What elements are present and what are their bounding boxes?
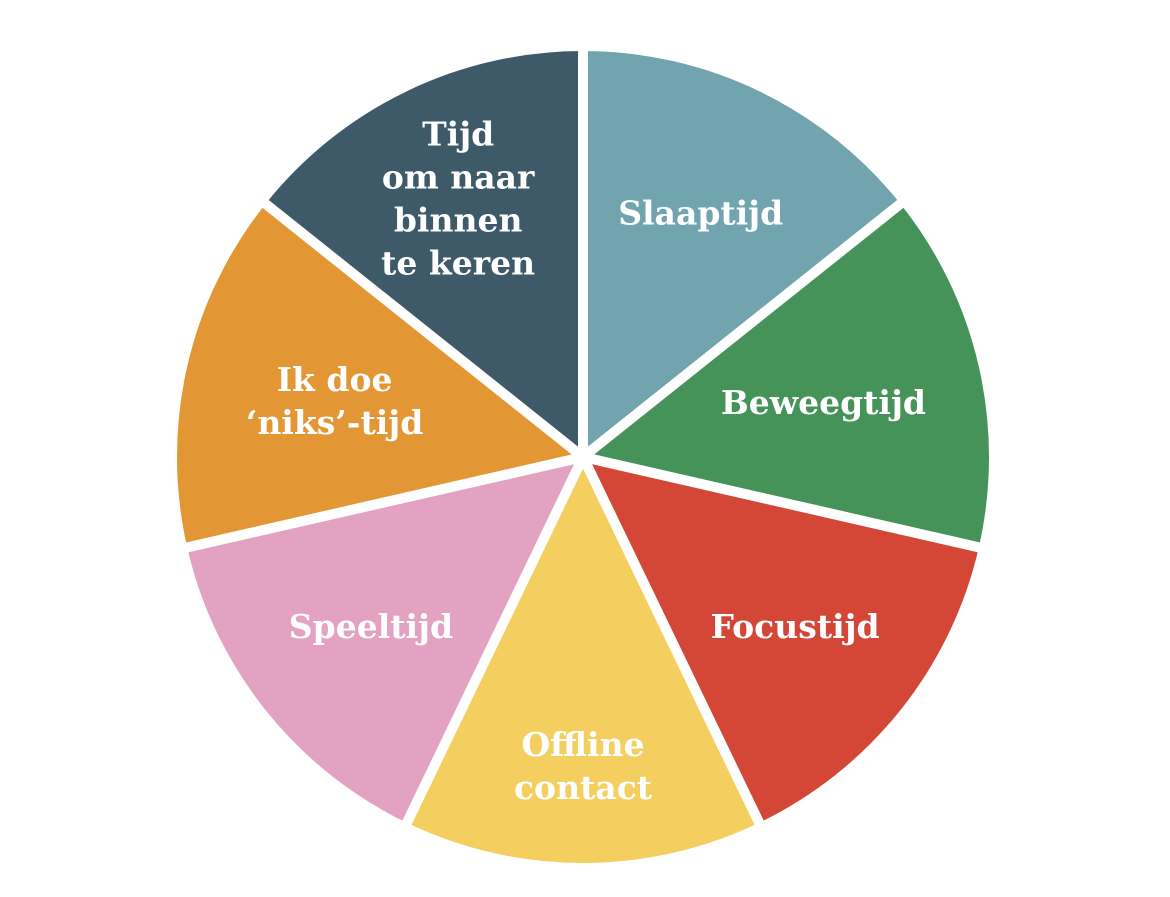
slice-label: Tijd om naar binnen te keren — [381, 114, 535, 282]
slice-label: Beweegtijd — [721, 383, 926, 422]
slice-label-line: Tijd — [422, 114, 494, 153]
slice-label: Offline contact — [514, 725, 653, 807]
pie-slice — [399, 452, 767, 873]
pie-slice — [578, 41, 910, 462]
slice-label-line: contact — [514, 768, 653, 807]
slice-label-line: ‘niks’-tijd — [246, 403, 423, 442]
slice-label-line: binnen — [394, 200, 523, 239]
slice-label-line: Slaaptijd — [618, 194, 783, 233]
slice-label-line: Focustijd — [711, 607, 880, 646]
slice-label: Slaaptijd — [618, 194, 783, 233]
slice-label-line: te keren — [381, 243, 535, 282]
slice-label-line: Beweegtijd — [721, 383, 926, 422]
pie-slice — [578, 452, 989, 833]
slice-label: Speeltijd — [289, 607, 453, 646]
slice-label-line: Speeltijd — [289, 607, 453, 646]
slice-label-line: Ik doe — [277, 360, 393, 399]
slice-label-line: Offline — [521, 725, 644, 764]
pie-slice — [177, 452, 588, 833]
pie-slice — [167, 195, 588, 554]
pie-slice — [256, 41, 588, 462]
pie-slice — [578, 195, 999, 554]
slice-label: Ik doe ‘niks’-tijd — [246, 360, 423, 442]
slice-label: Focustijd — [711, 607, 880, 646]
slice-label-line: om naar — [382, 157, 535, 196]
